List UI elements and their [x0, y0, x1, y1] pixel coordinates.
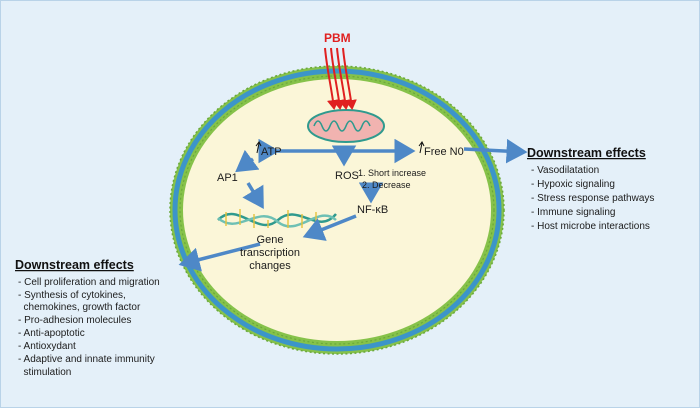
nfkb-label: NF-κB [357, 204, 388, 216]
left-effect-item: - Synthesis of cytokines, [18, 290, 126, 301]
gene-label-line1: Gene [257, 234, 284, 246]
right-effect-item: - Vasodilatation [531, 165, 599, 176]
ros-label: ROS [335, 170, 359, 182]
left-effect-item: chemokines, growth factor [18, 302, 141, 313]
arrow-nfkb-gene [302, 214, 357, 241]
arrow-ap1-gene [242, 182, 264, 209]
left-effect-item: - Cell proliferation and migration [18, 277, 160, 288]
right-effect-item: - Immune signaling [531, 207, 615, 218]
left-effect-item: stimulation [18, 367, 71, 378]
no-increase-icon [418, 141, 425, 154]
ap1-label: AP1 [217, 172, 238, 184]
left-effect-item: - Pro-adhesion molecules [18, 315, 131, 326]
arrow-no-effects [463, 138, 528, 164]
pbm-label: PBM [324, 31, 351, 45]
right-effects-title: Downstream effects [527, 146, 646, 160]
gene-label-line3: changes [249, 260, 291, 272]
right-effect-item: - Host microbe interactions [531, 221, 650, 232]
arrow-gene-effects [178, 242, 261, 272]
pbm-light-rays [324, 47, 357, 110]
right-effect-item: - Stress response pathways [531, 193, 654, 204]
left-effect-item: - Adaptive and innate immunity [18, 354, 155, 365]
left-effects-panel: Downstream effects - Cell proliferation … [15, 258, 160, 378]
gene-label-line2: transcription [240, 247, 300, 259]
mitochondrion-icon [307, 109, 385, 143]
right-effect-item: - Hypoxic signaling [531, 179, 615, 190]
atp-increase-icon [255, 141, 262, 154]
atp-label: ATP [261, 146, 282, 158]
arrow-atp-ap1 [235, 149, 260, 173]
ros-note-1: 1. Short increase [358, 168, 426, 178]
left-effect-item: - Antioxydant [18, 341, 76, 352]
ros-note-2: 2. Decrease [362, 180, 411, 190]
left-effect-item: - Anti-apoptotic [18, 328, 85, 339]
left-effects-title: Downstream effects [15, 258, 134, 272]
right-effects-panel: Downstream effects - Vasodilatation - Hy… [527, 146, 654, 232]
free-no-label: Free N0 [424, 146, 464, 158]
